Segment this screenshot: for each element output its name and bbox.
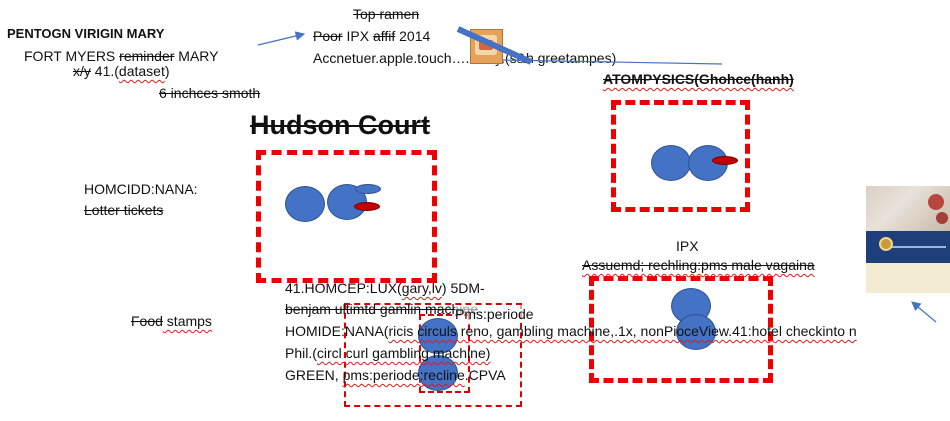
thin-dashed-box-inner [419,314,470,393]
fivedm-text: ) 5DM- [441,280,485,296]
dataset-text: dataset [118,63,165,79]
food-word: Food [131,313,163,329]
top-ramen-text: Top ramen [353,6,420,22]
gary-text: gary,lv [401,280,442,296]
ipx-label: IPX [676,238,699,254]
blue-circle-left-1 [285,186,325,222]
poor-text: Poor [313,28,343,44]
dashed-box-right-bottom [589,276,773,383]
benjam-text: benjam ultimtd gamlin machine [285,301,478,317]
pentogn-label: PENTOGN VIRIGIN MARY [7,26,165,41]
ricis-text: ricis circuls reno, gambling machine,.1x… [388,323,857,339]
blue-circle-rb-2 [676,314,716,350]
mary-text: MARY [174,48,219,64]
pms-recline-text: pms:periode:recline [342,367,465,383]
poor-ipx-line: Poor IPX affif 2014 [313,27,430,45]
xy-text: x/y [73,63,91,79]
reminder-text: reminder [119,48,175,64]
arrow-to-photo [911,301,937,323]
green-text: GREEN, [285,367,343,383]
arrow-top-left [257,31,306,46]
homcidd-text: HOMCIDD:NANA: [84,181,198,197]
phil-line: Phil.(circl curl gambling machine) [285,344,490,362]
homcep-text: 41.HOMCEP:LUX( [285,280,402,296]
pms-periode-overlay: Pms:periode [455,305,534,323]
badge-icon [879,237,893,251]
affif-text: affif [372,28,396,44]
homide-text: HOMIDE:NANA( [285,323,389,339]
green-line: GREEN, pms:periode:recline.CPVA [285,366,506,384]
circl-curl-text: circl curl gambling machine) [316,345,491,361]
atompysics-label: ATOMPYSICS(Ghohce(hanh) [603,70,794,88]
dashed-box-left [256,150,437,283]
forty-one-text: 41.( [90,63,119,79]
stamps-word: stamps [162,313,212,329]
cpva-text: .CPVA [464,367,506,383]
page-title: Hudson Court [250,110,430,140]
casino-photo [866,186,950,293]
stamp-image [470,29,503,64]
homide-line: HOMIDE:NANA(ricis circuls reno, gambling… [285,322,857,340]
red-oval-right [712,156,738,165]
lotter-tickets-text: Lotter tickets [84,202,164,218]
xy-line: x/y 41.(dataset) [73,62,170,80]
dashed-box-right-top [611,100,750,212]
assuemd-label: Assuemd; rechling:pms male vagaina [582,256,815,274]
food-stamps-text: Food stamps [131,312,212,330]
blue-oval-small [355,184,381,194]
assuemd-text: Assuemd; rechling:pms male vagaina [582,257,815,273]
blue-circle-right-1 [651,145,691,181]
phil-text: Phil.( [285,345,317,361]
six-inches-text: 6 inchces smoth [159,85,261,101]
atompysics-text: ATOMPYSICS(Ghohce(hanh) [603,71,794,87]
thin-dashed-box-outer [344,303,522,407]
fort-myers-text: FORT MYERS [24,48,120,64]
fort-myers-line: FORT MYERS reminder MARY [24,47,219,65]
year-text: 2014 [395,28,431,44]
accnetuer-text: Accnetuer.apple.touch….Hony.(s&h greetam… [313,50,617,66]
ipx-text-top: IPX [342,28,373,44]
red-oval-left [354,202,380,211]
blue-circle-center-1 [418,318,458,354]
blue-circle-center-2 [418,355,458,391]
paren-text: ) [164,63,170,79]
homcep-line: 41.HOMCEP:LUX(gary,lv) 5DM- [285,279,485,297]
